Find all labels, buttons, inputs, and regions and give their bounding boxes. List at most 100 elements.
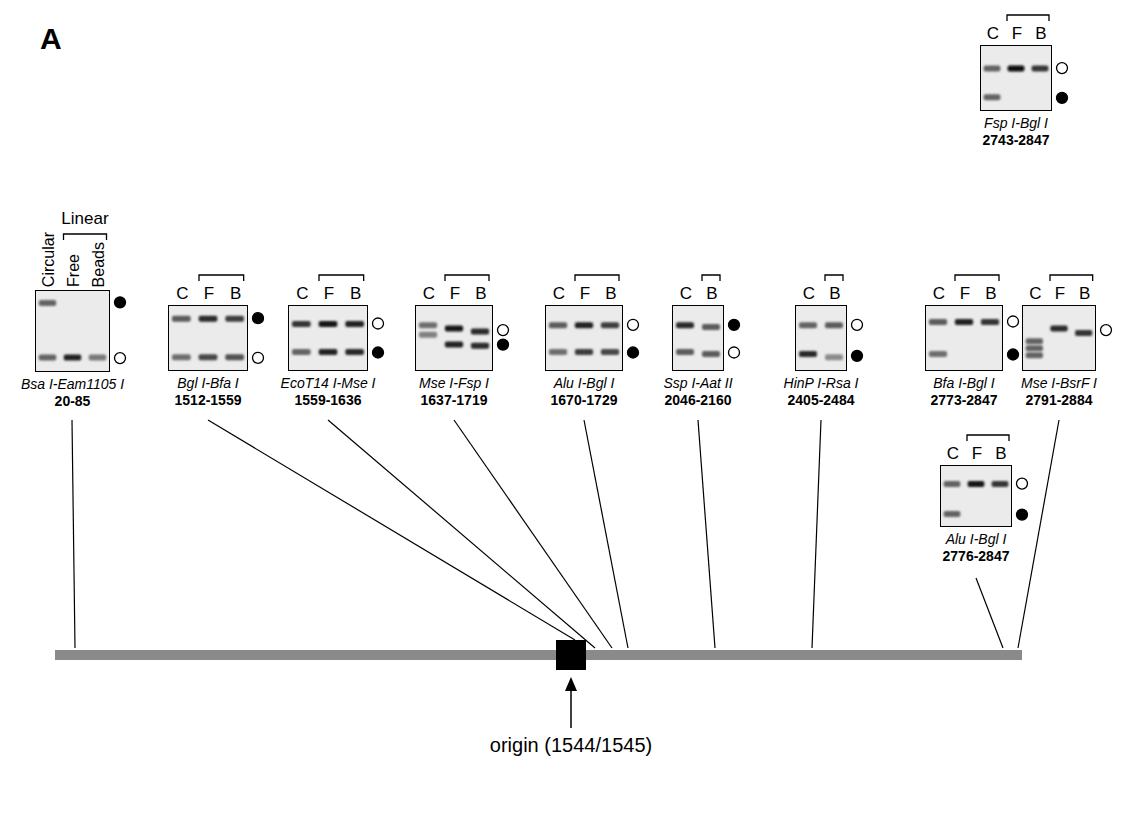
lane-bracket [702, 275, 720, 281]
lane-bracket [1007, 15, 1049, 21]
gel-band [981, 319, 999, 325]
fragment-name: Ssp I-Aat II [663, 376, 732, 391]
filled-circle [498, 339, 509, 350]
gel-band [1050, 325, 1067, 331]
lane-label: Circular [41, 232, 57, 287]
filled-circle [253, 313, 264, 324]
gel-band [319, 321, 338, 327]
lane-label: C [947, 445, 959, 462]
fragment-name: Bgl I-Bfa I [177, 376, 238, 391]
fragment-name: Fsp I-Bgl I [984, 116, 1048, 131]
gel-band [549, 322, 567, 328]
gel-panel: CFBEcoT14 I-Mse I1559-1636 [288, 305, 368, 371]
lane-label: F [204, 285, 214, 302]
gel-band [549, 349, 567, 355]
open-circle [1101, 325, 1112, 336]
gel-band [292, 349, 311, 355]
lane-label: F [1012, 25, 1022, 42]
gel-band [419, 322, 437, 328]
fragment-name: HinP I-Rsa I [784, 376, 859, 391]
gel-band [39, 354, 57, 360]
gel-band [172, 354, 191, 360]
gel-band [968, 481, 985, 487]
gel-panel: CFBAlu I-Bgl I1670-1729 [545, 305, 623, 371]
open-circle [852, 319, 863, 330]
lane-bracket [575, 275, 619, 281]
lane-label: B [985, 285, 996, 302]
lane-label: F [580, 285, 590, 302]
gel-band [929, 351, 947, 357]
lane-label: F [450, 285, 460, 302]
gel-band [39, 300, 57, 306]
origin-box [556, 640, 586, 670]
lane-group-label: Linear [61, 210, 108, 229]
gel-band [419, 332, 437, 338]
lane-bracket [445, 275, 489, 281]
fragment-name: Bsa I-Eam1105 I [21, 377, 124, 392]
gel-band [676, 349, 694, 355]
lane-label: C [1029, 285, 1041, 302]
open-circle [253, 352, 264, 363]
gel-band [1026, 352, 1043, 358]
lane-label: Beads [91, 242, 107, 287]
fragment-name: EcoT14 I-Mse I [281, 376, 376, 391]
gel-panel: CFBBfa I-Bgl I2773-2847 [925, 305, 1003, 371]
gel-bands [673, 306, 723, 370]
gel-bands [416, 306, 492, 370]
gel-band [984, 94, 1001, 100]
filled-circle [373, 347, 384, 358]
gel-panel: CBSsp I-Aat II2046-2160 [672, 305, 724, 371]
lane-bracket [1050, 275, 1093, 281]
gel-band [702, 351, 720, 357]
gel-bands [941, 466, 1011, 526]
gel-band [955, 319, 973, 325]
lane-label: C [680, 285, 692, 302]
open-circle [115, 353, 126, 364]
lane-label: C [296, 285, 308, 302]
lane-label: B [230, 285, 241, 302]
gel-bands [289, 306, 367, 370]
lane-label: B [706, 285, 717, 302]
fragment-range: 2405-2484 [788, 393, 855, 408]
origin-arrowhead [565, 677, 577, 691]
gel-bands [926, 306, 1002, 370]
panel-letter: A [40, 22, 62, 55]
fragment-name: Bfa I-Bgl I [933, 376, 994, 391]
lane-label: F [972, 445, 982, 462]
open-circle [373, 318, 384, 329]
gel-band [199, 354, 218, 360]
gel-band [676, 322, 694, 328]
gel-band [345, 349, 364, 355]
lane-label: C [553, 285, 565, 302]
gel-band [929, 319, 947, 325]
open-circle [628, 319, 639, 330]
gel-panel: CFBMse I-BsrF I2791-2884 [1022, 305, 1096, 371]
gel-band [225, 354, 244, 360]
lane-label: B [1079, 285, 1090, 302]
gel-band [292, 321, 311, 327]
open-circle [729, 347, 740, 358]
fragment-name: Mse I-Fsp I [419, 376, 489, 391]
gel-panel: CFBBgl I-Bfa I1512-1559 [168, 305, 248, 371]
plasmid-bar [55, 650, 1022, 660]
lane-label: B [605, 285, 616, 302]
gel-band [445, 341, 463, 347]
fragment-name: Alu I-Bgl I [554, 376, 615, 391]
gel-band [601, 322, 619, 328]
gel-band [825, 322, 843, 328]
lane-label: B [829, 285, 840, 302]
gel-band [1008, 65, 1025, 71]
lane-label: B [1035, 25, 1046, 42]
fragment-range: 2773-2847 [931, 393, 998, 408]
gel-band [225, 316, 244, 322]
gel-band [1032, 65, 1049, 71]
origin-arrow [570, 690, 572, 728]
gel-band [1075, 330, 1092, 336]
filled-circle [1017, 509, 1028, 520]
gel-bands [169, 306, 247, 370]
gel-band [89, 354, 107, 360]
gel-band [799, 322, 817, 328]
gel-band [172, 316, 191, 322]
gel-band [944, 511, 961, 517]
gel-bands [796, 306, 846, 370]
